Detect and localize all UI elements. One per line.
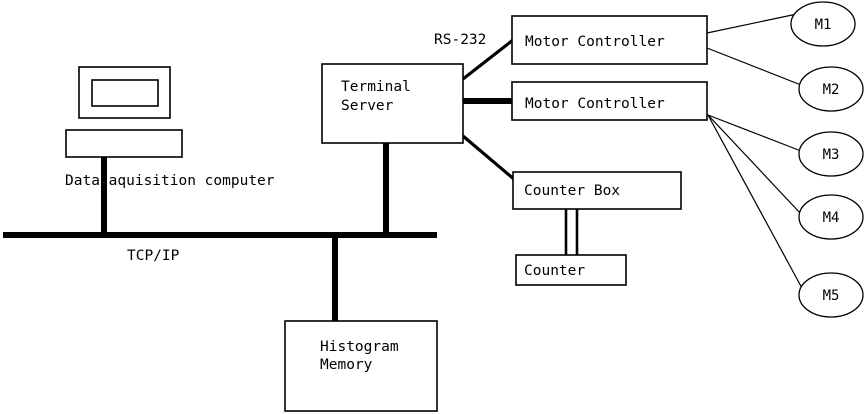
motor-controller-1-box: [511, 15, 708, 65]
motor-m3-ellipse: [798, 131, 864, 177]
counter-box-box: [512, 171, 682, 210]
motor-m1-ellipse: [790, 1, 856, 47]
motor-m5-ellipse: [798, 272, 864, 318]
motor-m4-label: M4: [823, 210, 840, 226]
counter-box-small: [515, 254, 627, 286]
tcpip-label: TCP/IP: [127, 248, 180, 264]
computer-screen: [91, 79, 159, 107]
motor-controller-2-box: [511, 81, 708, 121]
motor-m1-label: M1: [815, 17, 832, 33]
motor-m4-ellipse: [798, 194, 864, 240]
motor-controller-2-label: Motor Controller: [525, 96, 665, 112]
motor-m2-label: M2: [823, 82, 840, 98]
computer-base: [65, 129, 183, 158]
histogram-memory-label-line2: Memory: [320, 357, 373, 373]
terminal-server-label-line2: Server: [341, 98, 394, 114]
histogram-memory-label-line1: Histogram: [320, 339, 399, 355]
motor-m2-ellipse: [798, 66, 864, 112]
link-motor-controller-1-to-m2: [706, 47, 802, 86]
link-motor-controller-2-to-m4: [707, 114, 802, 215]
data-acquisition-computer-label: Data aquisition computer: [65, 173, 275, 189]
link-terminal-server-to-counter-box: [461, 134, 517, 182]
link-motor-controller-1-to-m1: [706, 13, 798, 34]
motor-controller-1-label: Motor Controller: [525, 34, 665, 50]
link-terminal-server-to-motor-controller-1: [462, 38, 514, 81]
rs232-label: RS-232: [434, 32, 486, 48]
counter-label: Counter: [524, 263, 585, 279]
terminal-server-label-line1: Terminal: [341, 79, 411, 95]
histogram-memory-box: [284, 320, 438, 412]
counter-box-label: Counter Box: [524, 183, 620, 199]
terminal-server-box: [321, 63, 464, 144]
motor-m5-label: M5: [823, 288, 840, 304]
link-motor-controller-2-to-m5: [707, 114, 804, 291]
motor-m3-label: M3: [823, 147, 840, 163]
link-motor-controller-2-to-m3: [707, 114, 802, 152]
